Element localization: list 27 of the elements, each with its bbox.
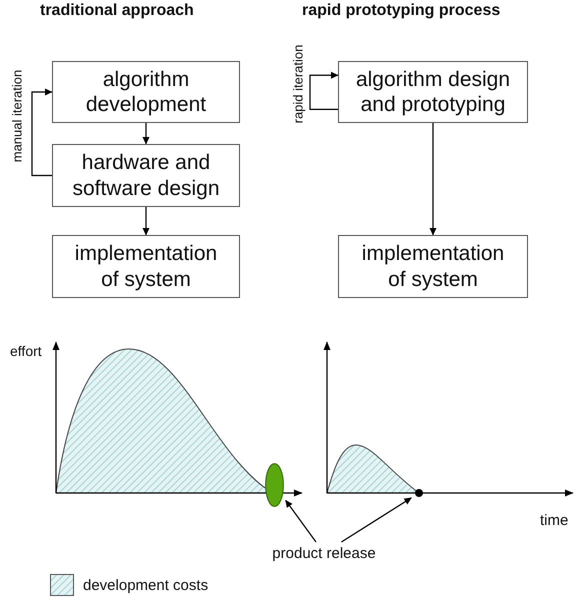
process-box [52, 61, 240, 123]
process-text: hardware and software design [71, 150, 221, 201]
arrow [31, 88, 52, 176]
process-text: implementation of system [360, 241, 506, 292]
process-box [338, 235, 528, 298]
release-marker [265, 463, 284, 507]
arrow [430, 123, 436, 236]
edge-label: rapid iteration [292, 44, 304, 124]
process-box [338, 61, 528, 123]
section-heading: rapid prototyping process [302, 2, 500, 20]
axis-label: time [540, 512, 568, 529]
process-box [52, 144, 240, 207]
edge-label: manual iteration [10, 70, 24, 162]
axis-label: effort [10, 343, 42, 359]
annotation-text: product release [272, 544, 376, 562]
arrow [285, 500, 316, 542]
arrow [309, 72, 338, 110]
release-point [415, 489, 423, 497]
process-box [52, 235, 240, 298]
process-text: algorithm development [84, 66, 208, 118]
arrow [341, 497, 412, 542]
process-text: implementation of system [74, 241, 218, 292]
arrow [142, 207, 150, 236]
legend-text: development costs [83, 576, 208, 594]
section-heading: traditional approach [40, 2, 194, 20]
process-text: algorithm design and prototyping [355, 66, 511, 118]
arrow [142, 123, 150, 144]
